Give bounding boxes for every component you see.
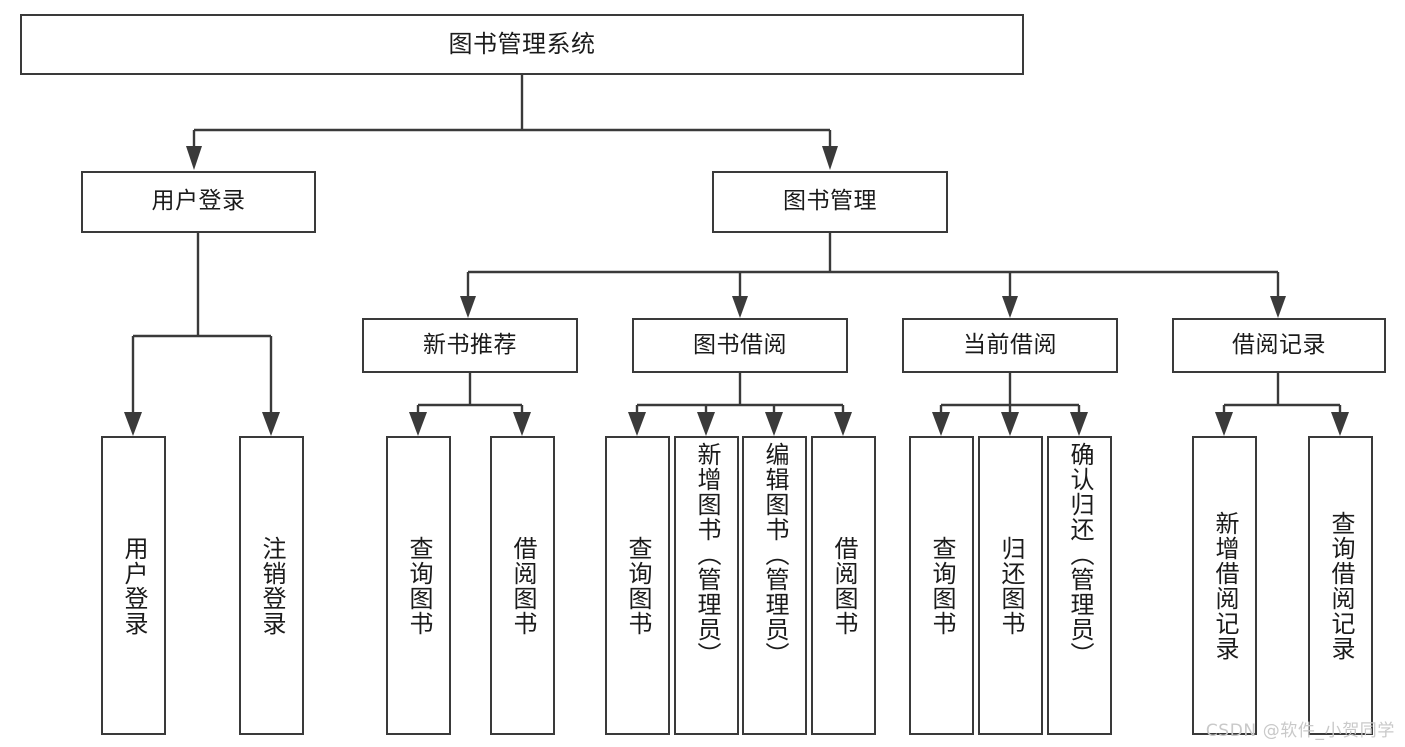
node-book-management[interactable]: 图书管理 [712, 171, 948, 233]
node-leaf-borrow-book-recommend[interactable]: 借阅图书 [490, 436, 555, 735]
node-label: 查询图书 [927, 535, 956, 636]
watermark-text: CSDN @软件_小贺同学 [1205, 721, 1395, 741]
node-book-borrow[interactable]: 图书借阅 [632, 318, 848, 373]
node-leaf-confirm-return-admin[interactable]: 确认归还（管理员） [1047, 436, 1112, 735]
node-new-book-recommend[interactable]: 新书推荐 [362, 318, 578, 373]
node-label: 图书管理 [783, 188, 877, 215]
node-label: 图书管理系统 [448, 30, 596, 59]
node-leaf-user-login[interactable]: 用户登录 [101, 436, 166, 735]
node-leaf-logout[interactable]: 注销登录 [239, 436, 304, 735]
node-label: 归还图书 [996, 535, 1025, 636]
node-current-borrow[interactable]: 当前借阅 [902, 318, 1118, 373]
node-leaf-query-book-borrow[interactable]: 查询图书 [605, 436, 670, 735]
node-leaf-return-book[interactable]: 归还图书 [978, 436, 1043, 735]
node-label: 借阅图书 [829, 535, 858, 636]
node-leaf-borrow-book[interactable]: 借阅图书 [811, 436, 876, 735]
node-label: 借阅记录 [1232, 331, 1326, 358]
node-root-book-management-system[interactable]: 图书管理系统 [20, 14, 1024, 75]
node-leaf-add-book-admin[interactable]: 新增图书（管理员） [674, 436, 739, 735]
node-label: 借阅图书 [508, 535, 537, 636]
node-user-login[interactable]: 用户登录 [81, 171, 316, 233]
node-label: 用户登录 [119, 535, 148, 636]
node-label: 确认归还（管理员） [1065, 442, 1094, 667]
node-leaf-query-book-current[interactable]: 查询图书 [909, 436, 974, 735]
node-leaf-edit-book-admin[interactable]: 编辑图书（管理员） [742, 436, 807, 735]
node-leaf-query-book-recommend[interactable]: 查询图书 [386, 436, 451, 735]
node-label: 图书借阅 [693, 331, 787, 358]
node-label: 编辑图书（管理员） [760, 442, 789, 667]
node-label: 查询借阅记录 [1326, 510, 1355, 661]
node-label: 新增借阅记录 [1210, 510, 1239, 661]
node-label: 当前借阅 [963, 331, 1057, 358]
node-label: 注销登录 [257, 535, 286, 636]
node-borrow-record[interactable]: 借阅记录 [1172, 318, 1386, 373]
node-label: 新增图书（管理员） [692, 442, 721, 667]
node-label: 用户登录 [151, 188, 246, 215]
node-leaf-query-borrow-record[interactable]: 查询借阅记录 [1308, 436, 1373, 735]
node-label: 新书推荐 [423, 331, 517, 358]
node-leaf-add-borrow-record[interactable]: 新增借阅记录 [1192, 436, 1257, 735]
node-label: 查询图书 [623, 535, 652, 636]
node-label: 查询图书 [404, 535, 433, 636]
